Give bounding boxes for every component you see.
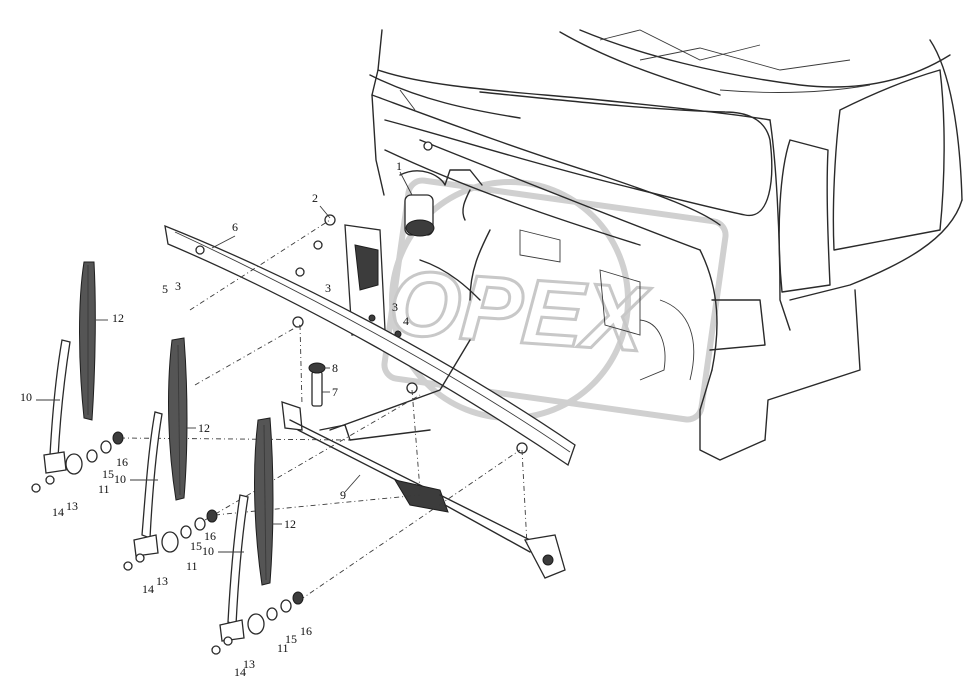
wiper-set-2	[123, 337, 218, 571]
callout-c13b: 13	[156, 574, 168, 588]
callout-c16c: 16	[300, 624, 312, 638]
callout-c15b: 15	[190, 539, 202, 553]
callout-c6: 6	[232, 220, 238, 234]
callout-c16b: 16	[204, 529, 216, 543]
callout-c8: 8	[332, 361, 338, 375]
callout-c3b: 3	[392, 300, 398, 314]
wiper-set-3	[211, 417, 304, 655]
watermark-logo: OPEX	[381, 177, 729, 423]
callout-c1: 1	[396, 159, 402, 173]
callout-c11c: 11	[277, 641, 289, 655]
watermark-text: OPEX	[386, 252, 653, 372]
callout-c7: 7	[332, 385, 338, 399]
callout-c12a: 12	[112, 311, 124, 325]
spindle-bolt	[308, 362, 326, 407]
callout-c13c: 13	[243, 657, 255, 671]
callout-c5: 5	[162, 282, 168, 296]
callout-c3c: 3	[175, 279, 181, 293]
callout-c15c: 15	[285, 632, 297, 646]
callout-c10c: 10	[202, 544, 214, 558]
callout-labels: 1233345678910101011111112121213131314141…	[20, 159, 409, 679]
callout-c11b: 11	[186, 559, 198, 573]
callout-c3a: 3	[325, 281, 331, 295]
callout-c10b: 10	[114, 472, 126, 486]
callout-c11a: 11	[98, 482, 110, 496]
leader-lines	[36, 171, 413, 553]
callout-c15a: 15	[102, 467, 114, 481]
callout-c12b: 12	[198, 421, 210, 435]
wiper-linkage	[281, 339, 566, 579]
callout-c14b: 14	[142, 582, 154, 596]
callout-c10a: 10	[20, 390, 32, 404]
wiper-set-1	[31, 261, 124, 493]
callout-c9: 9	[340, 488, 346, 502]
callout-c14c: 14	[234, 665, 246, 679]
cab-body	[369, 29, 963, 461]
callout-c4: 4	[403, 314, 409, 328]
callout-c16a: 16	[116, 455, 128, 469]
washer-pump	[399, 169, 491, 301]
callout-c12c: 12	[284, 517, 296, 531]
trim-panel	[164, 224, 576, 467]
callout-c13a: 13	[66, 499, 78, 513]
callout-c2: 2	[312, 191, 318, 205]
callout-c14a: 14	[52, 505, 64, 519]
